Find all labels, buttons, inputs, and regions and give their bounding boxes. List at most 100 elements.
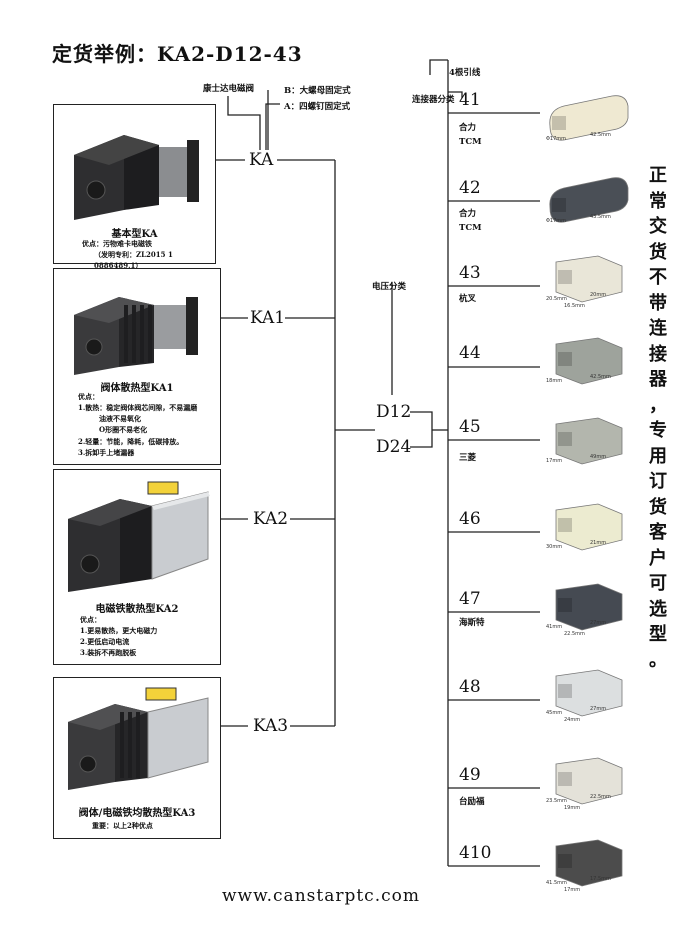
side-note-char: 不 (649, 267, 667, 288)
connector-dimension: 43.5mm (590, 214, 611, 220)
model-box-ka1: 阀体散热型KA1 优点： 1.散热：稳定阀体阀芯间隙，不易漏磨 油液不易氧化 O… (53, 268, 221, 465)
connector-code: 44 (459, 343, 481, 363)
model-box-ka: 基本型KA 优点：污物难卡电磁铁 （发明专利：ZL2015 1 0886489.… (53, 104, 216, 270)
lead-wires-label: 4根引线 (449, 68, 481, 78)
side-note-char: 交 (649, 216, 667, 237)
side-note-char: 接 (649, 343, 667, 365)
footer-url: www.canstarptc.com (222, 886, 420, 906)
connector-dimension: 20mm (590, 292, 607, 298)
connector-dimension: 49mm (590, 454, 607, 460)
model-caption-ka: 基本型KA (111, 229, 158, 240)
model-box-ka2: 电磁铁散热型KA2 优点： 1.更易散热，更大电磁力 2.更低启动电流 3.装拆… (53, 469, 221, 665)
connector-dimension: 22.5mm (564, 631, 585, 637)
model-note: O形圈不易老化 (78, 425, 148, 434)
model-code-ka: KA (249, 150, 274, 170)
side-note-char: 订 (649, 471, 667, 492)
model-caption-ka2: 电磁铁散热型KA2 (95, 604, 179, 615)
model-code-ka1: KA1 (250, 308, 286, 328)
model-note: 重要：以上2种优点 (92, 821, 153, 830)
model-box-ka3: 阀体/电磁铁均散热型KA3 重要：以上2种优点 (53, 677, 221, 839)
side-note-char: 户 (649, 547, 667, 569)
side-note-char: 货 (649, 241, 667, 263)
connector-maker: 杭叉 (459, 294, 477, 304)
model-note: 油液不易氧化 (78, 414, 141, 423)
model-note: 优点：污物难卡电磁铁 (82, 239, 152, 248)
connector-maker: 海斯特 (459, 618, 485, 628)
model-note: 优点： (78, 392, 99, 401)
side-note-char: 专 (649, 420, 667, 441)
side-note-char: 可 (649, 573, 667, 594)
connector-dimension: 42.5mm (590, 132, 611, 138)
connector-code: 46 (459, 509, 481, 529)
connector-code: 42 (459, 178, 481, 198)
connector-code: 45 (459, 417, 481, 437)
valve-ka3-image (68, 687, 209, 790)
side-note-char: 正 (649, 165, 667, 186)
connector-code: 49 (459, 765, 481, 785)
side-note-char: 型 (649, 624, 667, 645)
brand-valve-label: 康士达电磁阀 (203, 84, 255, 94)
connector-maker: 合力 TCM (459, 123, 482, 147)
connector-dimension: Φ17mm (546, 218, 567, 224)
side-note: 正常交货不带连接器，专用订货客户可选型。 (645, 163, 671, 673)
connector-dimension: 27mm (590, 706, 607, 712)
connector-dimension: 19mm (564, 805, 581, 811)
connector-dimension: 23.5mm (546, 798, 567, 804)
connector-dimension: 42.5mm (590, 374, 611, 380)
valve-ka2-image (68, 481, 210, 592)
side-note-char: 带 (649, 292, 667, 314)
connector-dimension: 17.5mm (590, 876, 611, 882)
connector-code: 48 (459, 677, 481, 697)
connector-code: 47 (459, 589, 481, 609)
model-note: 1.散热：稳定阀体阀芯间隙，不易漏磨 (78, 403, 198, 412)
connector-dimension: 45mm (546, 710, 563, 716)
connector-dimension: 27mm (590, 620, 607, 626)
voltage-category-label: 电压分类 (372, 282, 407, 292)
model-code-ka2: KA2 (253, 509, 289, 529)
model-note: （发明专利：ZL2015 1 0886489.1） (94, 250, 173, 270)
model-code-ka3: KA3 (253, 716, 289, 736)
connector-dimension: 41mm (546, 624, 563, 630)
connector-dimension: 20.5mm (546, 296, 567, 302)
connector-maker: 台励福 (459, 797, 485, 807)
side-note-char: ， (649, 394, 667, 416)
connector-dimension: 30mm (546, 544, 563, 550)
connector-dimension: 17mm (564, 887, 581, 893)
mount-a-label: A：四螺钉固定式 (284, 102, 351, 112)
connector-dimension: Φ17mm (546, 136, 567, 142)
connector-dimension: 22.5mm (590, 794, 611, 800)
side-note-char: 选 (649, 598, 667, 620)
side-note-char: 用 (649, 445, 667, 467)
side-note-char: 连 (649, 318, 667, 339)
side-note-char: 常 (649, 190, 667, 212)
connector-category-label: 连接器分类 (412, 95, 455, 105)
valve-ka1-image (74, 297, 198, 375)
connector-dimension: 17mm (546, 458, 563, 464)
voltage-d12: D12 (376, 402, 412, 422)
connector-code: 43 (459, 263, 481, 283)
side-note-char: 客 (649, 522, 667, 543)
side-note-char: 。 (649, 649, 667, 671)
model-caption-ka3: 阀体/电磁铁均散热型KA3 (78, 808, 196, 819)
model-note: 3.拆卸手上堵漏器 (78, 448, 135, 457)
voltage-d24: D24 (376, 437, 412, 457)
connector-code: 410 (459, 843, 492, 863)
connector-image: 49mm 17mm (542, 410, 632, 476)
connector-code: 41 (459, 90, 481, 110)
connector-dimension: 16.5mm (564, 303, 585, 309)
connector-maker: 合力 TCM (459, 209, 482, 233)
model-note: 2.轻量：节能，降耗，低碳排放。 (78, 437, 184, 446)
valve-ka-image (74, 135, 199, 220)
model-note: 2.更低启动电流 (80, 637, 130, 646)
mount-b-label: B：大螺母固定式 (284, 86, 351, 96)
